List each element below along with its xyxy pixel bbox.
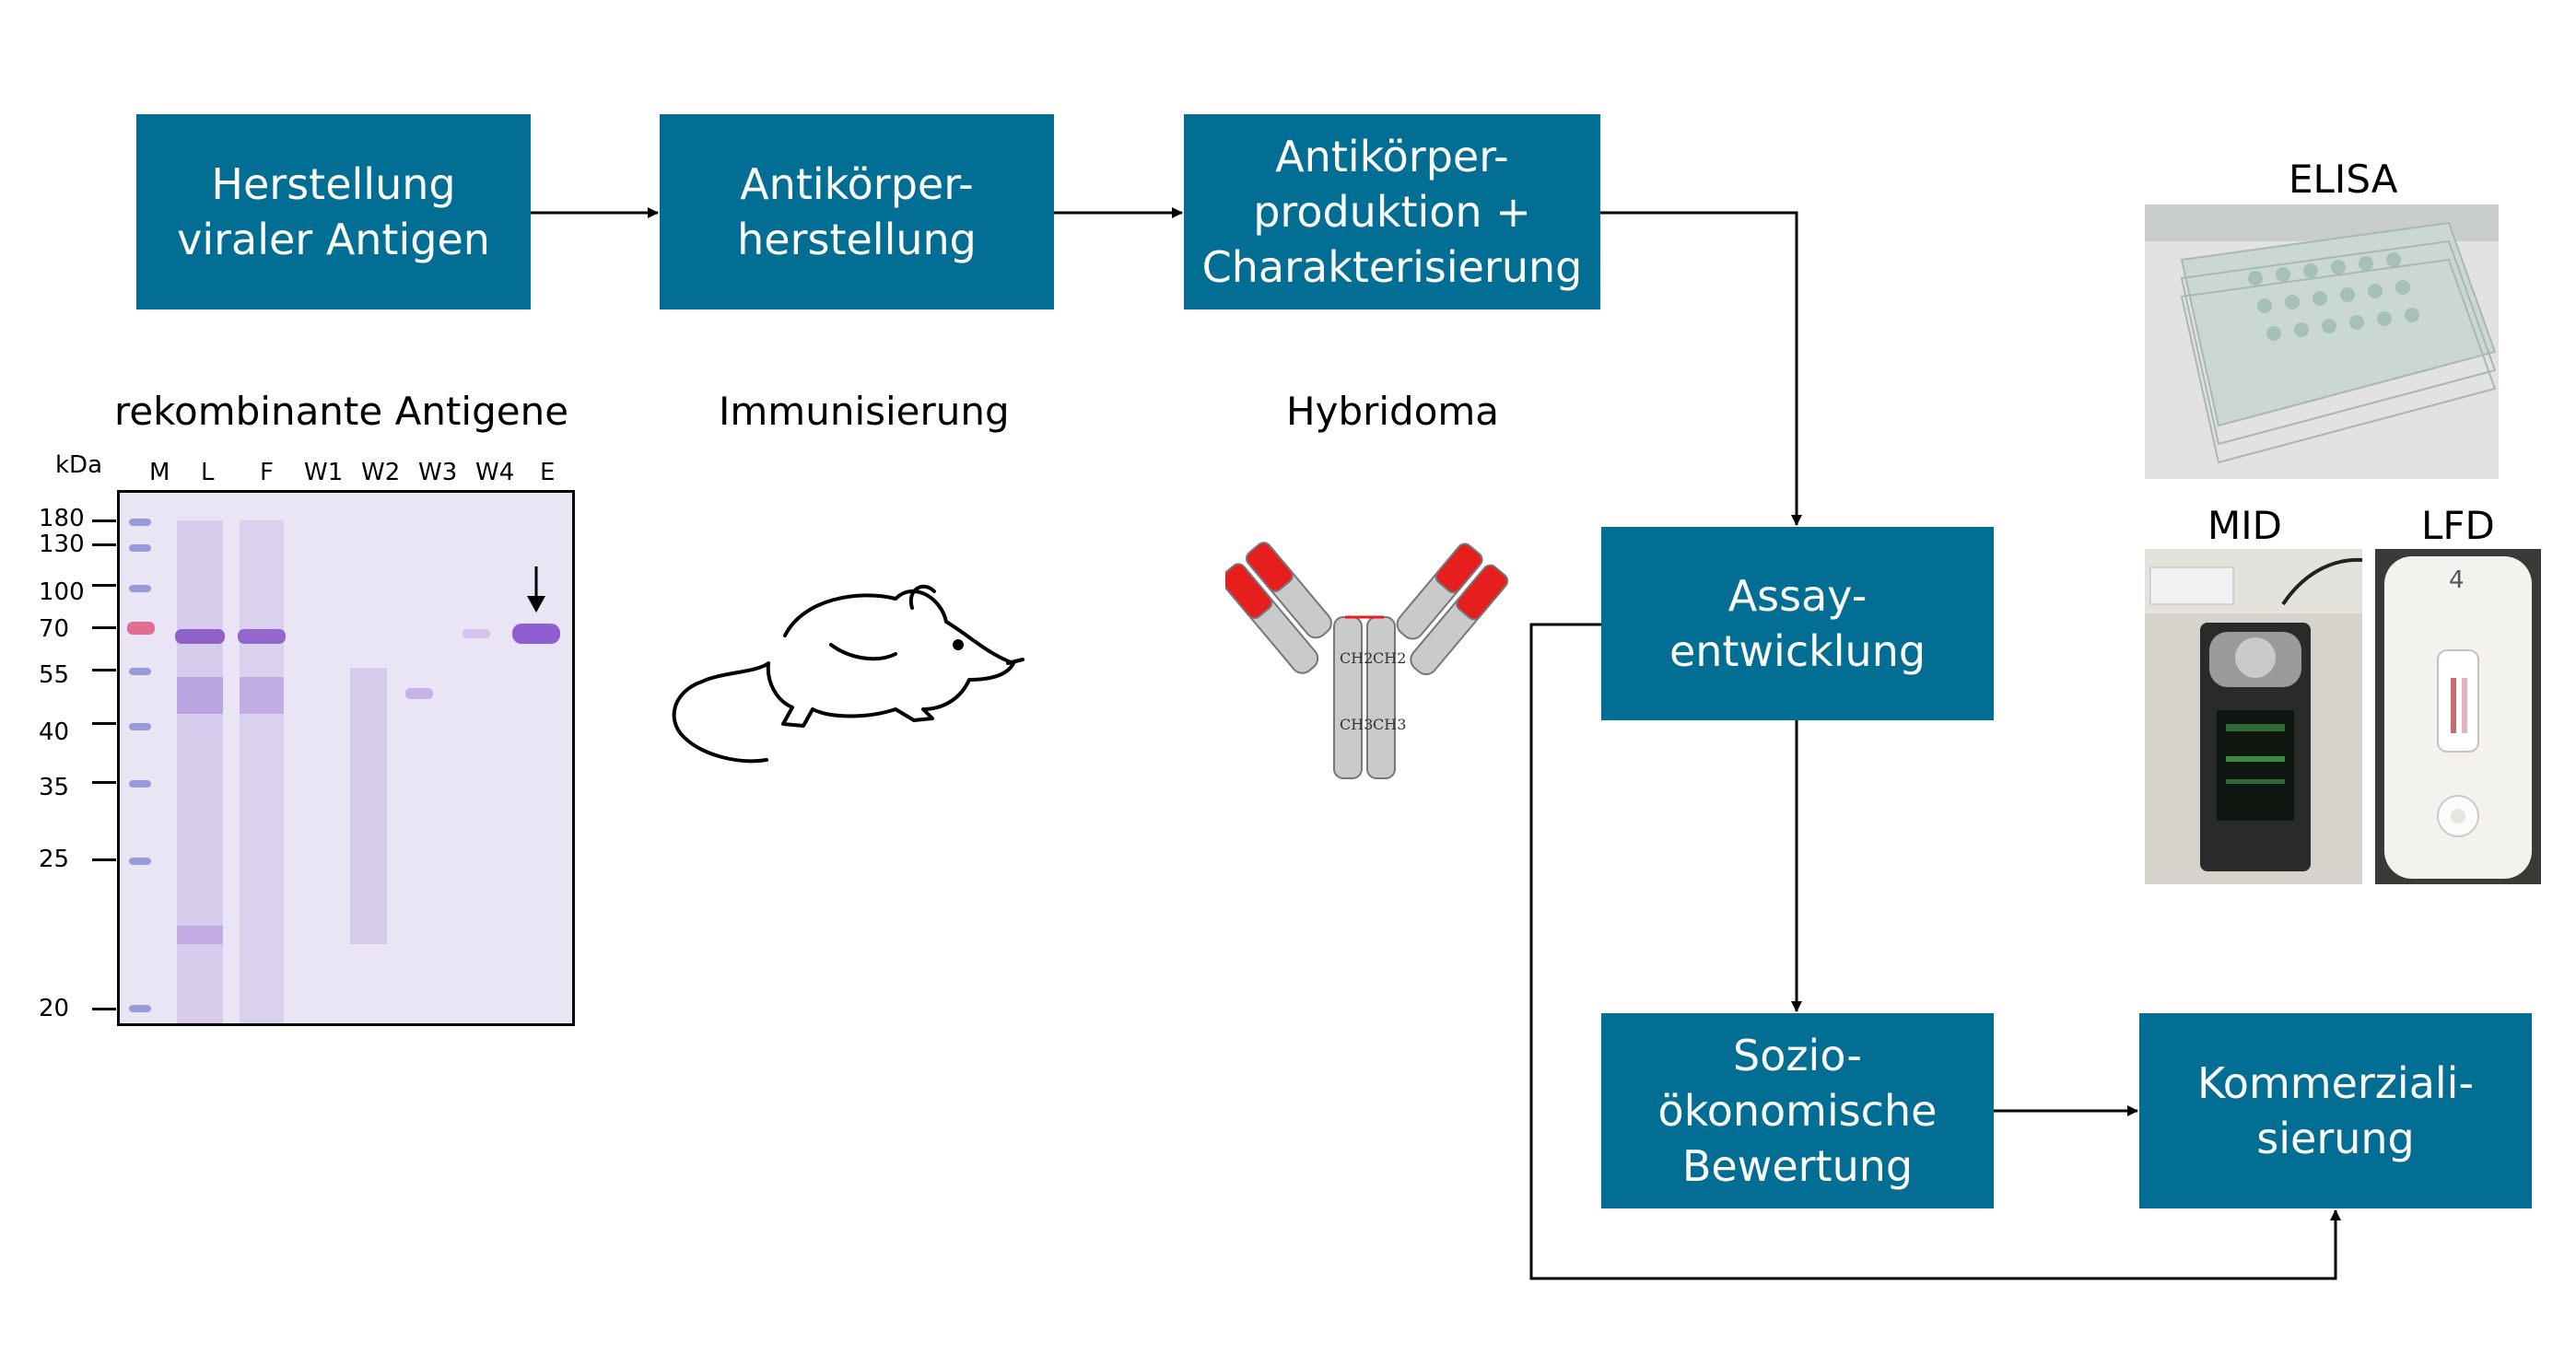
label-ch3-left: CH3 bbox=[1340, 716, 1373, 733]
caption-mid: MID bbox=[2207, 503, 2282, 548]
marker-label-70: 70 bbox=[39, 615, 70, 643]
arrow-b4-b6-bypass bbox=[1529, 623, 2341, 1280]
caption-hybridoma: Hybridoma bbox=[1286, 389, 1500, 434]
lfd-handwritten-mark: 4 bbox=[2449, 566, 2465, 594]
marker-label-35: 35 bbox=[39, 774, 70, 801]
marker-label-20: 20 bbox=[39, 995, 70, 1022]
marker-label-55: 55 bbox=[39, 661, 70, 689]
gel-unit-label: kDa bbox=[55, 451, 103, 479]
caption-lfd: LFD bbox=[2421, 503, 2495, 548]
elisa-plate-photo bbox=[2145, 204, 2499, 479]
caption-elisa: ELISA bbox=[2289, 157, 2398, 202]
box-herstellung-antigen: Herstellung viraler Antigen bbox=[136, 114, 531, 309]
mid-device-photo bbox=[2145, 549, 2362, 884]
box-antikoerperproduktion: Antikörper- produktion + Charakterisieru… bbox=[1184, 114, 1600, 309]
marker-label-40: 40 bbox=[39, 718, 70, 746]
lane-label-f: F bbox=[260, 459, 274, 486]
box-assayentwicklung: Assay- entwicklung bbox=[1601, 527, 1994, 720]
box-soziooekonomische-bewertung: Sozio- ökonomische Bewertung bbox=[1601, 1013, 1994, 1208]
sds-gel-image bbox=[117, 490, 575, 1026]
mouse-illustration bbox=[672, 584, 1025, 764]
lane-label-w4: W4 bbox=[475, 459, 515, 486]
arrow-b3-b4 bbox=[1600, 211, 1802, 526]
lane-label-w1: W1 bbox=[304, 459, 344, 486]
box-kommerzialisierung: Kommerziali- sierung bbox=[2139, 1013, 2532, 1208]
lane-label-m: M bbox=[149, 459, 170, 486]
label-ch3-right: CH3 bbox=[1373, 716, 1406, 733]
antibody-illustration: CH2 CH2 CH3 CH3 bbox=[1225, 542, 1509, 779]
lane-label-w2: W2 bbox=[361, 459, 401, 486]
label-ch2-right: CH2 bbox=[1373, 649, 1406, 667]
caption-rekombinante-antigene: rekombinante Antigene bbox=[114, 389, 569, 434]
lane-label-l: L bbox=[201, 459, 215, 486]
marker-label-100: 100 bbox=[39, 578, 85, 606]
box-antikoerperherstellung: Antikörper- herstellung bbox=[660, 114, 1054, 309]
marker-label-180: 180 bbox=[39, 505, 85, 532]
marker-label-130: 130 bbox=[39, 531, 85, 558]
lfd-test-photo: 4 bbox=[2375, 549, 2541, 884]
marker-label-25: 25 bbox=[39, 846, 70, 873]
caption-immunisierung: Immunisierung bbox=[719, 389, 1010, 434]
lane-label-e: E bbox=[540, 459, 556, 486]
lane-label-w3: W3 bbox=[418, 459, 458, 486]
label-ch2-left: CH2 bbox=[1340, 649, 1373, 667]
